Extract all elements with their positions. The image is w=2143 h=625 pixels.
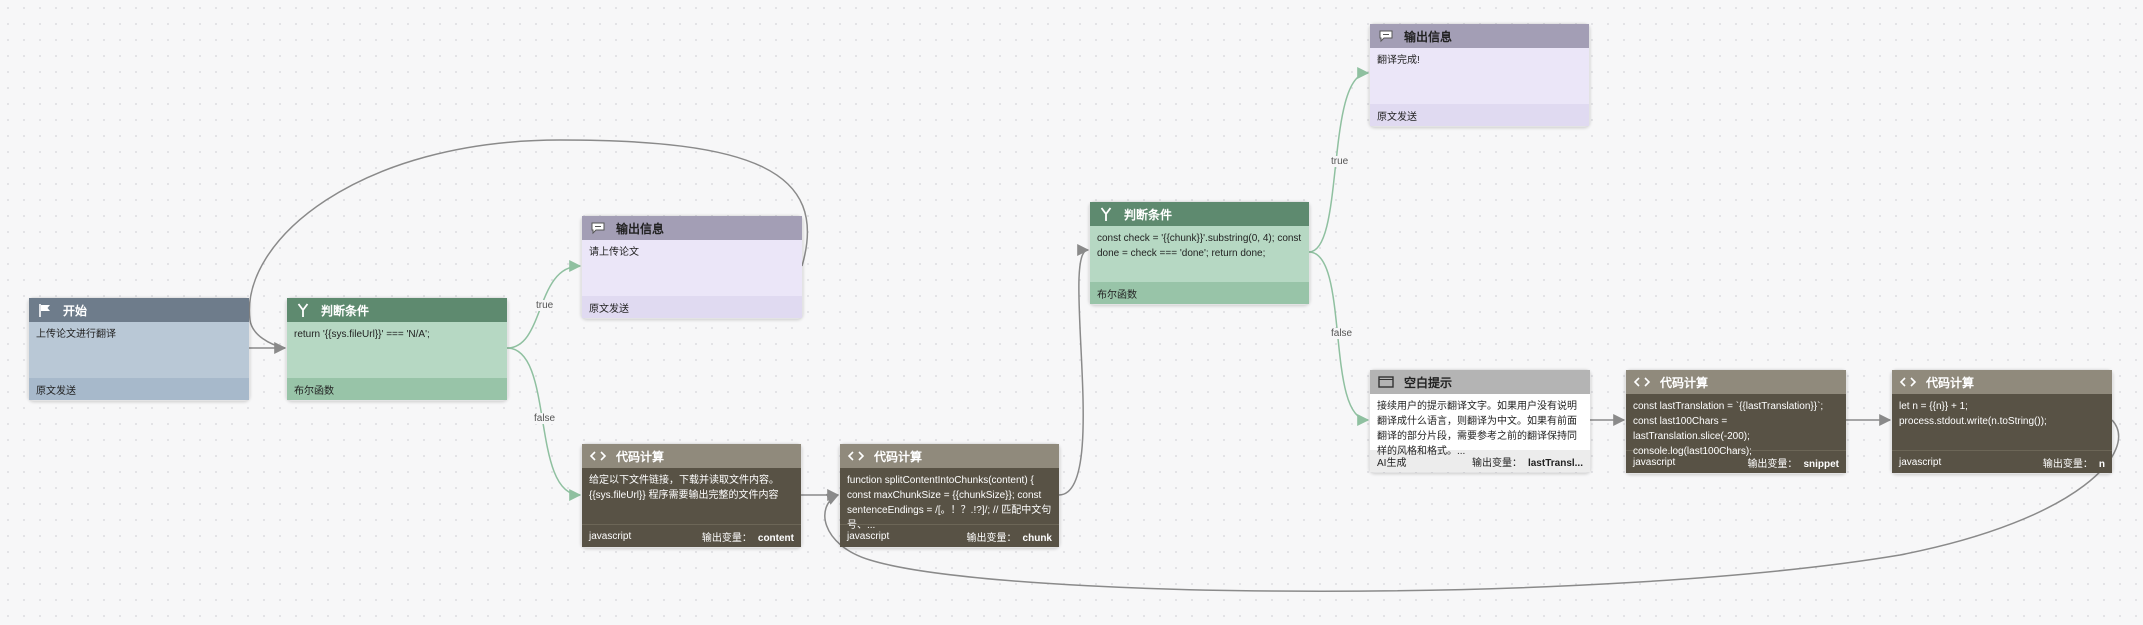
output-variable-name: chunk — [1022, 532, 1052, 544]
node-footer-label: javascript — [847, 530, 890, 542]
code-node[interactable]: 代码计算 const lastTranslation = `{{lastTran… — [1625, 369, 1847, 474]
code-node[interactable]: 代码计算 给定以下文件链接，下载并读取文件内容。{{sys.fileUrl}} … — [581, 443, 802, 548]
code-brackets-icon — [1899, 374, 1917, 390]
message-node[interactable]: 输出信息 请上传论文 原文发送 — [581, 215, 803, 319]
ai-prompt-node[interactable]: 空白提示 接续用户的提示翻译文字。如果用户没有说明翻译成什么语言，则翻译为中文。… — [1369, 369, 1591, 473]
node-footer-label: AI生成 — [1377, 457, 1407, 469]
node-body: let n = {{n}} + 1; process.stdout.write(… — [1892, 394, 2112, 450]
edge-message-loop-back — [248, 139, 809, 349]
output-variable-label: 输出变量： — [701, 532, 752, 544]
node-title: 输出信息 — [1404, 29, 1453, 44]
edge-label-false: false — [1329, 328, 1355, 339]
condition-node[interactable]: 判断条件 const check = '{{chunk}}'.substring… — [1089, 201, 1310, 305]
code-brackets-icon — [1633, 374, 1651, 390]
node-title: 输出信息 — [616, 221, 665, 236]
output-variable-label: 输出变量： — [2042, 458, 2093, 470]
message-node[interactable]: 输出信息 翻译完成! 原文发送 — [1369, 23, 1590, 127]
code-brackets-icon — [589, 448, 607, 464]
flag-icon — [37, 302, 53, 318]
node-body: return '{{sys.fileUrl}}' === 'N/A'; — [287, 322, 507, 378]
node-title: 判断条件 — [321, 303, 370, 318]
edge-label-true: true — [1329, 156, 1351, 167]
node-footer-label: 布尔函数 — [294, 385, 334, 397]
edge-label-false: false — [532, 413, 558, 424]
start-node[interactable]: 开始 上传论文进行翻译 原文发送 — [28, 297, 250, 401]
node-footer-label: 原文发送 — [589, 303, 629, 315]
output-variable-label: 输出变量： — [1471, 457, 1522, 469]
node-title: 开始 — [63, 303, 88, 318]
condition-node[interactable]: 判断条件 return '{{sys.fileUrl}}' === 'N/A';… — [286, 297, 508, 401]
edge-label-true: true — [534, 300, 556, 311]
output-variable-name: content — [757, 532, 794, 544]
edge-counter-loop-back — [824, 419, 2120, 592]
node-title: 空白提示 — [1404, 375, 1453, 390]
output-variable-label: 输出变量： — [1747, 458, 1798, 470]
node-body: 给定以下文件链接，下载并读取文件内容。{{sys.fileUrl}} 程序需要输… — [582, 468, 801, 524]
branch-icon — [295, 302, 311, 318]
code-node[interactable]: 代码计算 let n = {{n}} + 1; process.stdout.w… — [1891, 369, 2113, 474]
node-title: 代码计算 — [616, 449, 665, 464]
node-body: 请上传论文 — [582, 240, 802, 296]
node-footer-label: 布尔函数 — [1097, 289, 1137, 301]
node-body: const check = '{{chunk}}'.substring(0, 4… — [1090, 226, 1309, 282]
node-title: 判断条件 — [1124, 207, 1173, 222]
node-title: 代码计算 — [1660, 375, 1709, 390]
code-brackets-icon — [847, 448, 865, 464]
output-variable-name: snippet — [1803, 458, 1839, 470]
node-body: const lastTranslation = `{{lastTranslati… — [1626, 394, 1846, 457]
node-body: 接续用户的提示翻译文字。如果用户没有说明翻译成什么语言，则翻译为中文。如果有前面… — [1370, 394, 1590, 457]
node-footer-label: javascript — [589, 530, 632, 542]
node-footer-label: 原文发送 — [1377, 111, 1417, 123]
node-body: 上传论文进行翻译 — [29, 322, 249, 378]
node-body: function splitContentIntoChunks(content)… — [840, 468, 1059, 531]
node-body: 翻译完成! — [1370, 48, 1589, 104]
branch-icon — [1098, 206, 1114, 222]
code-node[interactable]: 代码计算 function splitContentIntoChunks(con… — [839, 443, 1060, 548]
node-title: 代码计算 — [874, 449, 923, 464]
edge-split-to-condition — [1058, 244, 1090, 496]
output-variable-name: n — [2098, 458, 2105, 470]
message-icon — [1378, 28, 1394, 44]
node-title: 代码计算 — [1926, 375, 1975, 390]
blank-prompt-icon — [1378, 374, 1394, 390]
message-icon — [590, 220, 606, 236]
node-footer-label: javascript — [1633, 456, 1676, 468]
node-footer-label: 原文发送 — [36, 385, 76, 397]
output-variable-label: 输出变量： — [966, 532, 1017, 544]
output-variable-name: lastTransl... — [1527, 457, 1583, 469]
node-footer-label: javascript — [1899, 456, 1942, 468]
